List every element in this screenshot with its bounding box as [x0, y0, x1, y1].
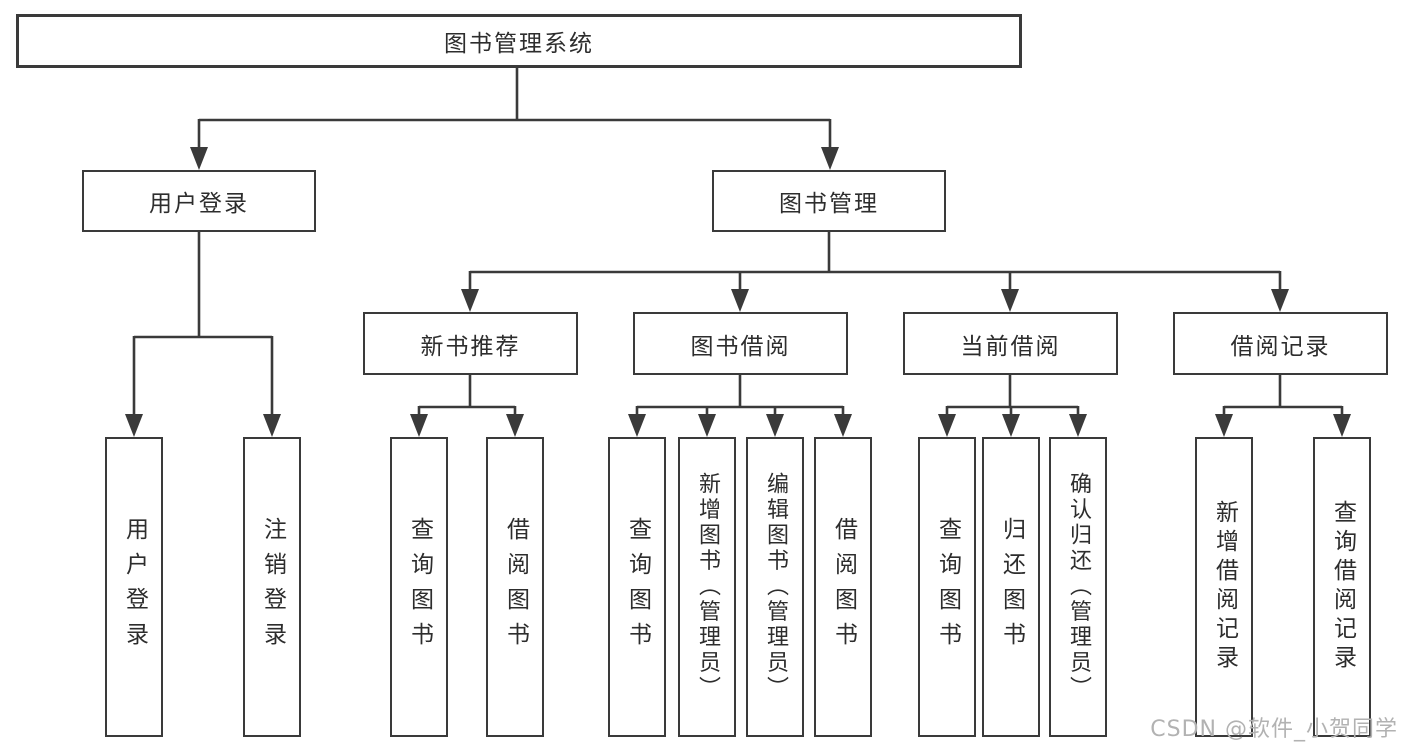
leaf-add-books-admin: 新增图书（管理员）	[678, 437, 736, 737]
leaf-borrow-books: 借阅图书	[814, 437, 872, 737]
leaf-label: 新增借阅记录	[1211, 500, 1238, 674]
leaf-label: 查询图书	[624, 517, 651, 657]
node-current-borrowing: 当前借阅	[903, 312, 1118, 375]
node-library-management-system: 图书管理系统	[16, 14, 1022, 68]
node-new-book-recommend: 新书推荐	[363, 312, 578, 375]
leaf-edit-books-admin: 编辑图书（管理员）	[746, 437, 804, 737]
leaf-label: 查询借阅记录	[1329, 500, 1356, 674]
leaf-label: 查询图书	[406, 517, 433, 657]
leaf-confirm-return-admin: 确认归还（管理员）	[1049, 437, 1107, 737]
leaf-label: 新增图书（管理员）	[695, 472, 720, 702]
leaf-borrow-books-recommend: 借阅图书	[486, 437, 544, 737]
node-book-borrowing: 图书借阅	[633, 312, 848, 375]
leaf-query-books-recommend: 查询图书	[390, 437, 448, 737]
leaf-label: 确认归还（管理员）	[1066, 472, 1091, 702]
node-user-login: 用户登录	[82, 170, 316, 232]
leaf-label: 用户登录	[121, 517, 148, 657]
leaf-query-books-current: 查询图书	[918, 437, 976, 737]
leaf-label: 借阅图书	[830, 517, 857, 657]
leaf-label: 注销登录	[259, 517, 286, 657]
leaf-return-books: 归还图书	[982, 437, 1040, 737]
leaf-label: 借阅图书	[502, 517, 529, 657]
leaf-query-borrow-record: 查询借阅记录	[1313, 437, 1371, 737]
leaf-label: 查询图书	[934, 517, 961, 657]
node-borrowing-records: 借阅记录	[1173, 312, 1388, 375]
leaf-user-login: 用户登录	[105, 437, 163, 737]
leaf-query-books-borrow: 查询图书	[608, 437, 666, 737]
leaf-logout: 注销登录	[243, 437, 301, 737]
leaf-label: 编辑图书（管理员）	[763, 472, 788, 702]
node-book-management: 图书管理	[712, 170, 946, 232]
leaf-label: 归还图书	[998, 517, 1025, 657]
leaf-add-borrow-record: 新增借阅记录	[1195, 437, 1253, 737]
